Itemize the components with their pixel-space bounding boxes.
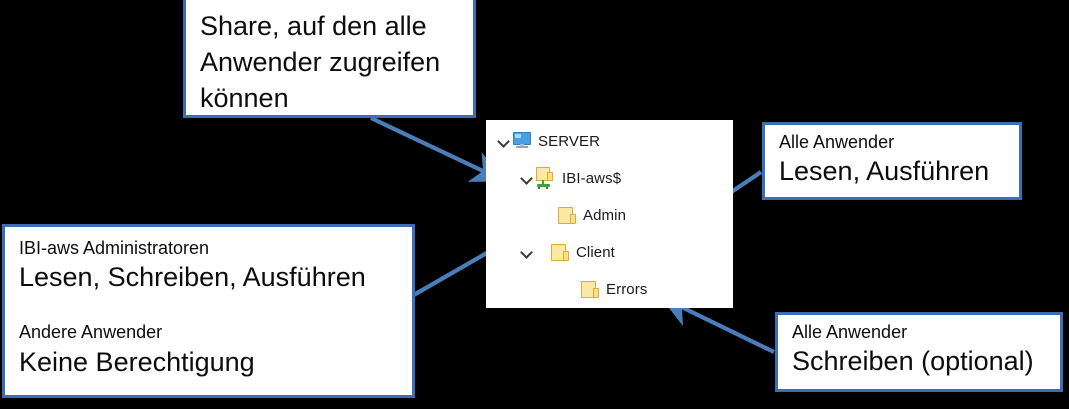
callout-write-optional-title: Alle Anwender (792, 322, 908, 342)
callout-admins-group2-title: Andere Anwender (19, 322, 163, 343)
tree-node-label: IBI-aws$ (562, 169, 622, 187)
chevron-down-icon[interactable] (496, 133, 512, 149)
callout-share-line-3: können (200, 82, 289, 113)
callout-read-exec-title: Alle Anwender (779, 132, 895, 152)
folder-icon (581, 280, 600, 299)
tree-node-label: Admin (583, 206, 627, 224)
tree-node-client[interactable]: Client (519, 240, 615, 264)
callout-write-optional: Alle Anwender Schreiben (optional) (775, 312, 1063, 392)
tree-node-label: SERVER (538, 132, 601, 150)
chevron-down-icon[interactable] (519, 170, 535, 186)
folder-tree-panel: SERVER IBI-aws$ Admin Client (486, 120, 733, 308)
callout-read-exec-rights: Lesen, Ausführen (779, 156, 990, 187)
callout-admins-group1-title: IBI-aws Administratoren (19, 238, 210, 258)
callout-admins-group1-rights: Lesen, Schreiben, Ausführen (19, 262, 366, 293)
tree-node-admin[interactable]: Admin (542, 203, 626, 227)
arrow-share-to-ibiaws (370, 116, 506, 182)
monitor-icon (512, 132, 532, 150)
callout-share-line-1: Share, auf den alle (200, 11, 427, 41)
callout-admins-spacer (19, 295, 400, 321)
callout-read-exec: Alle Anwender Lesen, Ausführen (762, 122, 1022, 200)
tree-node-errors[interactable]: Errors (565, 277, 647, 301)
callout-write-optional-rights: Schreiben (optional) (792, 346, 1034, 377)
tree-node-ibi-aws-share[interactable]: IBI-aws$ (519, 166, 621, 190)
callout-share: Share, auf den alle Anwender zugreifen k… (183, 0, 476, 118)
shared-folder-icon (535, 167, 556, 189)
callout-admins: IBI-aws Administratoren Lesen, Schreiben… (2, 224, 415, 398)
folder-icon (551, 243, 570, 262)
tree-node-server[interactable]: SERVER (496, 129, 600, 153)
folder-icon (558, 206, 577, 225)
callout-share-line-2: Anwender zugreifen (200, 46, 441, 77)
callout-admins-group2-rights: Keine Berechtigung (19, 346, 255, 377)
chevron-down-icon[interactable] (519, 244, 535, 260)
tree-node-label: Client (576, 243, 615, 261)
tree-node-label: Errors (606, 280, 648, 298)
